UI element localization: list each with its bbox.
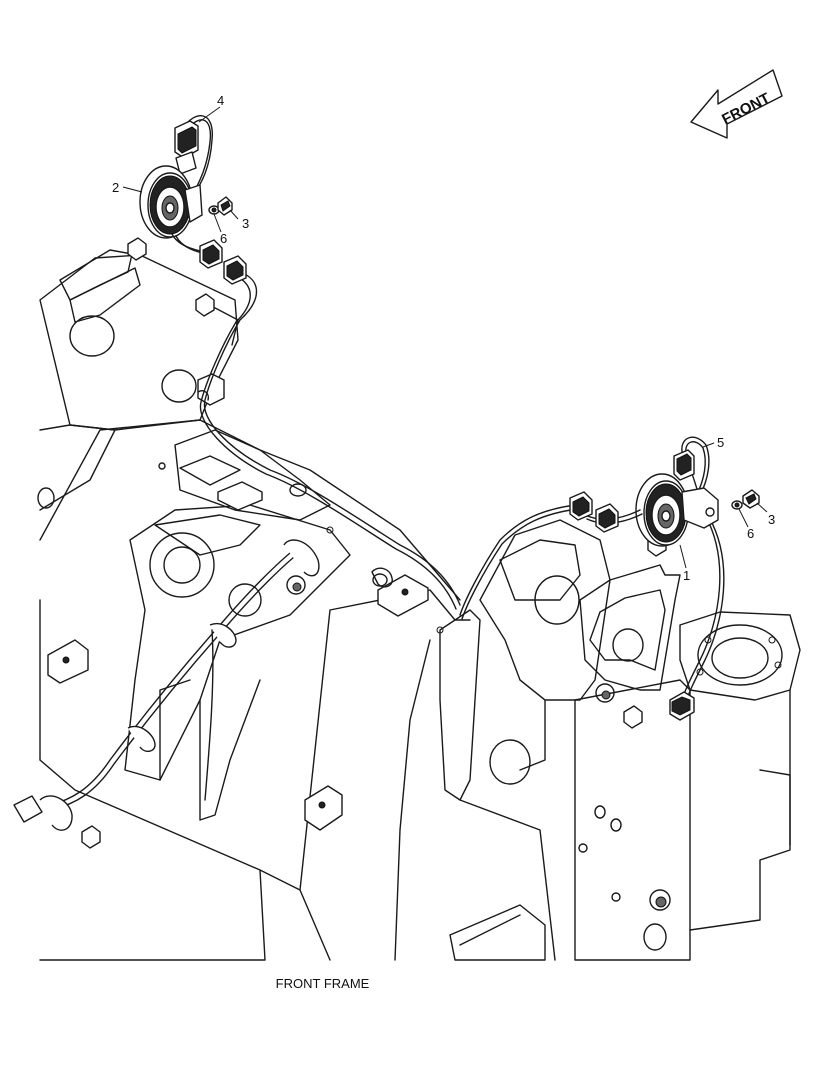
bolt-right [742,489,760,509]
front-direction-arrow: FRONT [690,69,783,139]
leader-lines [122,106,768,569]
callout-harness-right: 5 [717,435,724,450]
callout-bolt-right: 3 [768,512,775,527]
diagram-caption: FRONT FRAME [275,976,370,991]
connector-plug-icon [671,696,691,716]
wiring-harness [49,271,725,810]
callout-washer-left: 6 [220,231,227,246]
harness-clips [13,390,393,831]
callout-washer-right: 6 [747,526,754,541]
front-frame [37,237,801,961]
bolt-left [217,196,233,216]
horn-right [569,436,719,547]
callout-horn-right: 1 [683,568,690,583]
callout-bolt-left: 3 [242,216,249,231]
washer-right [731,500,743,510]
callout-horn-left: 2 [112,180,119,195]
horn-left [139,115,247,285]
callout-harness-left: 4 [217,93,224,108]
